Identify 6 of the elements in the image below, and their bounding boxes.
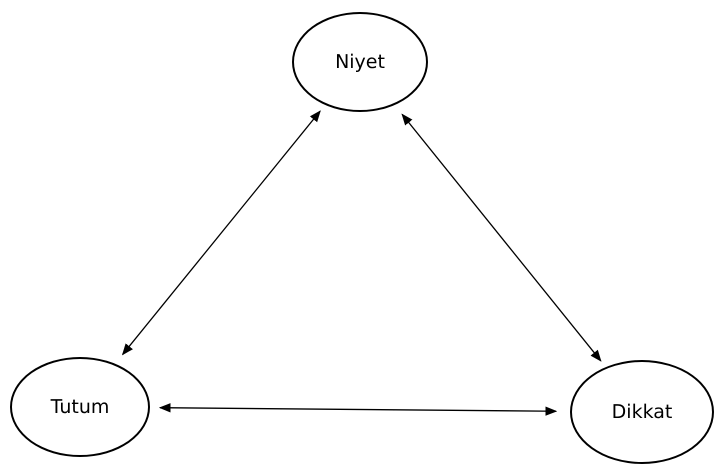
double-arrow [122,110,321,356]
node-label: Dikkat [612,401,672,423]
node-label: Tutum [50,396,110,418]
double-arrow [158,403,558,416]
node-label: Niyet [335,51,385,73]
double-arrow [401,113,602,362]
